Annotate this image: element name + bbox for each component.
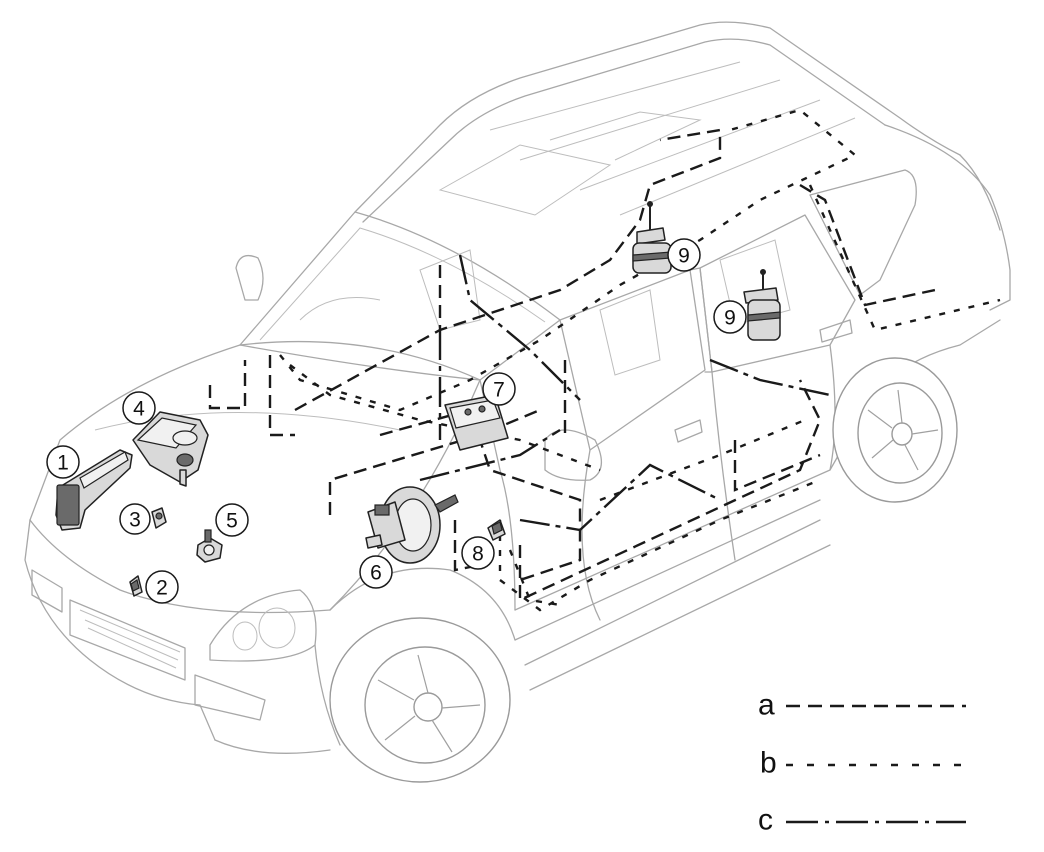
svg-text:6: 6 bbox=[370, 562, 382, 585]
callout-2: 2 bbox=[145, 570, 179, 604]
svg-text:7: 7 bbox=[493, 379, 505, 402]
component-5-solenoid-valve-block bbox=[196, 529, 223, 563]
component-1-control-unit-bracket bbox=[55, 449, 133, 531]
callout-6: 6 bbox=[359, 555, 393, 589]
component-3-valve bbox=[151, 507, 167, 529]
callout-8: 8 bbox=[461, 536, 495, 570]
svg-text:8: 8 bbox=[472, 543, 484, 566]
svg-text:2: 2 bbox=[156, 577, 168, 600]
legend: a b c bbox=[758, 689, 966, 837]
callout-3: 3 bbox=[119, 503, 151, 535]
svg-text:4: 4 bbox=[133, 398, 145, 421]
legend-item-b: b bbox=[760, 747, 966, 780]
callout-1: 1 bbox=[46, 445, 80, 479]
callout-9-rear: 9 bbox=[713, 300, 747, 334]
car-body bbox=[24, 21, 1011, 754]
callout-7: 7 bbox=[482, 372, 516, 406]
svg-text:1: 1 bbox=[57, 452, 69, 475]
component-6-pressure-reservoir bbox=[365, 486, 459, 564]
svg-text:b: b bbox=[760, 747, 777, 780]
rear-wheel bbox=[832, 357, 958, 503]
component-9-air-spring-rear bbox=[743, 269, 781, 341]
component-7-control-module bbox=[444, 394, 509, 451]
component-2-sensor bbox=[129, 575, 143, 597]
legend-item-c: c bbox=[758, 804, 966, 837]
callout-4: 4 bbox=[122, 391, 156, 425]
component-4-compressor-unit bbox=[132, 411, 209, 487]
svg-text:a: a bbox=[758, 689, 775, 722]
routing-line-a bbox=[208, 128, 936, 602]
svg-text:5: 5 bbox=[226, 510, 238, 533]
svg-text:9: 9 bbox=[678, 245, 690, 268]
routing-line-b bbox=[279, 108, 1001, 612]
svg-text:3: 3 bbox=[129, 509, 141, 532]
callout-5: 5 bbox=[215, 503, 249, 537]
component-8-level-sensor bbox=[487, 519, 506, 541]
routing-line-c bbox=[419, 254, 831, 532]
component-9-air-spring-front bbox=[632, 201, 672, 274]
svg-text:c: c bbox=[758, 804, 773, 837]
legend-item-a: a bbox=[758, 689, 966, 722]
callout-9-front: 9 bbox=[667, 238, 701, 272]
svg-text:9: 9 bbox=[724, 307, 736, 330]
front-wheel bbox=[329, 617, 511, 783]
